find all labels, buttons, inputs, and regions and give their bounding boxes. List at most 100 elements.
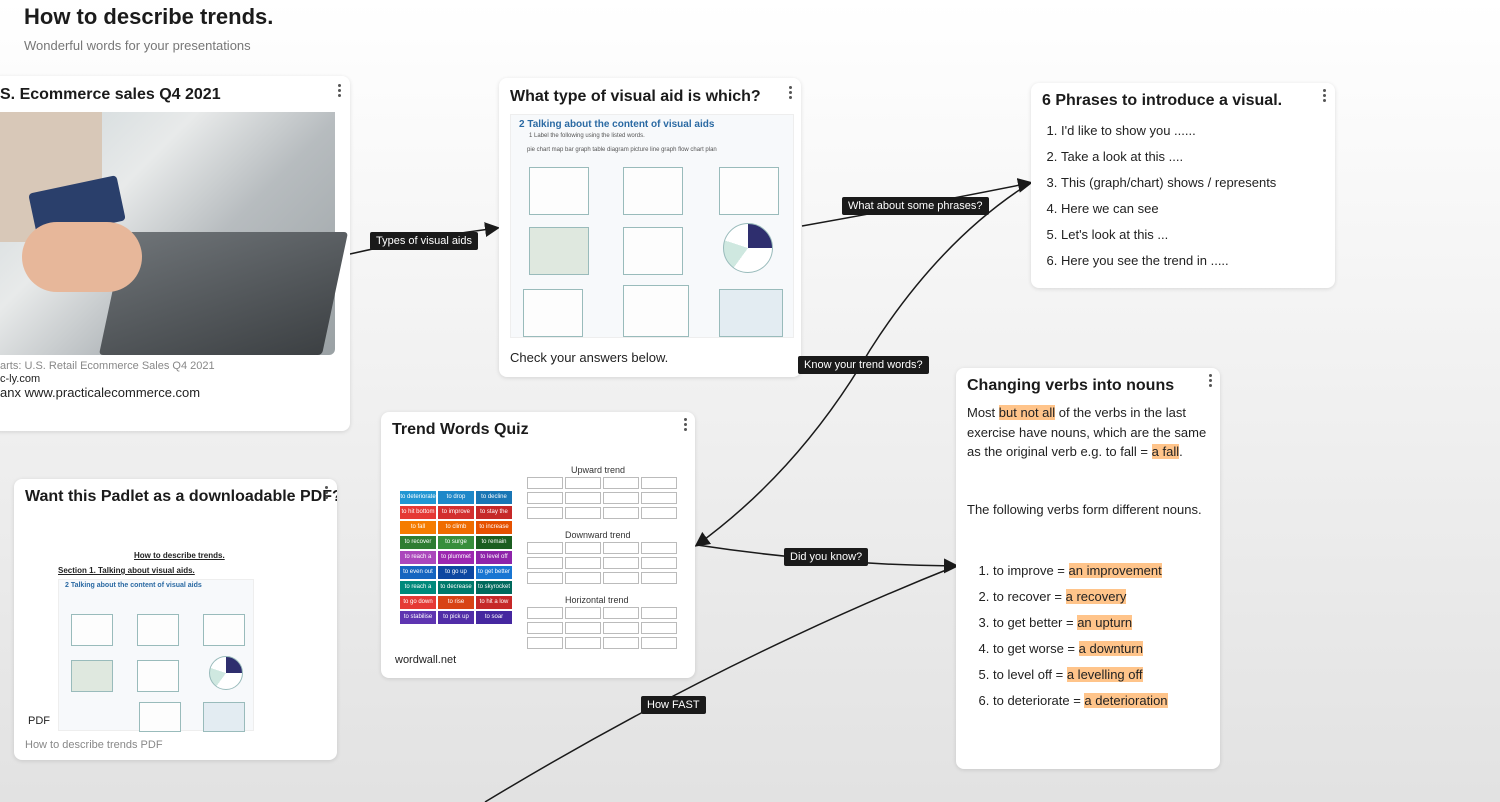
quiz-answer-box[interactable]	[641, 492, 677, 504]
quiz-answer-box[interactable]	[527, 557, 563, 569]
quiz-word-tile[interactable]: to reach a low point	[399, 550, 437, 565]
pdf-badge[interactable]: PDF	[20, 711, 58, 731]
quiz-answer-box[interactable]	[603, 492, 639, 504]
quiz-word-tile[interactable]: to plummet	[437, 550, 475, 565]
phrases-list: I'd like to show you ...... Take a look …	[1037, 123, 1276, 279]
quiz-answer-box[interactable]	[527, 507, 563, 519]
quiz-answer-box[interactable]	[527, 572, 563, 584]
page-title: How to describe trends.	[24, 4, 274, 29]
quiz-answer-box[interactable]	[565, 507, 601, 519]
line-graph-thumb	[719, 167, 779, 215]
pdf-worksheet-heading: 2 Talking about the content of visual ai…	[65, 582, 202, 589]
quiz-answer-box[interactable]	[527, 637, 563, 649]
quiz-word-tile[interactable]: to recover	[399, 535, 437, 550]
quiz-answer-box[interactable]	[565, 542, 601, 554]
quiz-word-tile[interactable]: to soar	[475, 610, 513, 625]
quiz-answer-box[interactable]	[565, 607, 601, 619]
quiz-word-tile[interactable]: to decrease	[437, 580, 475, 595]
quiz-word-tile[interactable]: to reach a peak / to peak	[399, 580, 437, 595]
quiz-word-tile[interactable]: to remain stable	[475, 535, 513, 550]
source-chip[interactable]: c-ly.com	[0, 370, 47, 388]
list-item: to get better = an upturn	[993, 615, 1168, 630]
bar-graph-thumb	[623, 167, 683, 215]
quiz-answer-box[interactable]	[641, 557, 677, 569]
quiz-word-tile[interactable]: to deteriorate	[399, 490, 437, 505]
quiz-answer-box[interactable]	[641, 637, 677, 649]
more-options-icon[interactable]	[684, 418, 688, 433]
quiz-word-tile[interactable]: to increase	[475, 520, 513, 535]
quiz-word-tile[interactable]: to hit bottom	[399, 505, 437, 520]
more-options-icon[interactable]	[1323, 89, 1327, 104]
quiz-word-tile[interactable]: to skyrocket	[475, 580, 513, 595]
verbs-nouns-list: to improve = an improvement to recover =…	[969, 563, 1168, 719]
more-options-icon[interactable]	[325, 486, 329, 501]
quiz-answer-box[interactable]	[527, 492, 563, 504]
quiz-answer-box[interactable]	[603, 557, 639, 569]
quiz-word-tile[interactable]: to hit a low	[475, 595, 513, 610]
more-options-icon[interactable]	[789, 86, 793, 101]
quiz-answer-box[interactable]	[641, 607, 677, 619]
quiz-answer-box[interactable]	[565, 477, 601, 489]
card-downloadable-pdf[interactable]: Want this Padlet as a downloadable PDF? …	[14, 479, 337, 760]
quiz-word-tile[interactable]: to decline	[475, 490, 513, 505]
card-body-text: Check your answers below.	[510, 350, 669, 365]
quiz-word-tile[interactable]: to drop	[437, 490, 475, 505]
quiz-word-tile[interactable]: to pick up	[437, 610, 475, 625]
connector-label-types[interactable]: Types of visual aids	[370, 232, 478, 250]
quiz-answer-box[interactable]	[565, 622, 601, 634]
quiz-word-tile[interactable]: to get better	[475, 565, 513, 580]
list-item: Let's look at this ...	[1061, 227, 1276, 242]
quiz-answer-box[interactable]	[603, 507, 639, 519]
quiz-word-tile[interactable]: to level off	[475, 550, 513, 565]
quiz-word-tile[interactable]: to surge	[437, 535, 475, 550]
quiz-answer-box[interactable]	[603, 637, 639, 649]
list-item: Take a look at this ....	[1061, 149, 1276, 164]
diagram-thumb	[529, 167, 589, 215]
quiz-answer-box[interactable]	[641, 622, 677, 634]
connector-label-how-fast[interactable]: How FAST	[641, 696, 706, 714]
card-phrases[interactable]: 6 Phrases to introduce a visual. I'd lik…	[1031, 83, 1335, 288]
quiz-answer-box[interactable]	[603, 607, 639, 619]
card-title: Trend Words Quiz	[392, 421, 529, 438]
quiz-word-tile[interactable]: to stay the same	[475, 505, 513, 520]
quiz-answer-box[interactable]	[641, 507, 677, 519]
card-verbs-into-nouns[interactable]: Changing verbs into nouns Most but not a…	[956, 368, 1220, 769]
quiz-answer-box[interactable]	[565, 492, 601, 504]
quiz-answer-box[interactable]	[603, 477, 639, 489]
quiz-answer-box[interactable]	[603, 572, 639, 584]
quiz-answer-box[interactable]	[641, 477, 677, 489]
quiz-word-tile[interactable]: to rise	[437, 595, 475, 610]
quiz-word-tile[interactable]: to climb	[437, 520, 475, 535]
quiz-answer-box[interactable]	[603, 542, 639, 554]
source-chip[interactable]: wordwall.net	[387, 650, 465, 670]
quiz-word-tile[interactable]: to go down	[399, 595, 437, 610]
quiz-word-tile[interactable]: to fall	[399, 520, 437, 535]
pdf-preview[interactable]: How to describe trends. Section 1. Talki…	[25, 515, 325, 732]
quiz-answer-box[interactable]	[565, 637, 601, 649]
quiz-answer-box[interactable]	[641, 542, 677, 554]
more-options-icon[interactable]	[1209, 374, 1213, 389]
quiz-answer-box[interactable]	[527, 477, 563, 489]
connector-label-did-you-know[interactable]: Did you know?	[784, 548, 869, 566]
quiz-word-tile[interactable]: to stabilise	[399, 610, 437, 625]
card-ecommerce-sales[interactable]: S. Ecommerce sales Q4 2021 c-ly.com arts…	[0, 76, 350, 431]
quiz-answer-box[interactable]	[527, 607, 563, 619]
picture-thumb	[529, 227, 589, 275]
connector-label-phrases[interactable]: What about some phrases?	[842, 197, 989, 215]
card-visual-aid[interactable]: What type of visual aid is which? 2 Talk…	[499, 78, 801, 377]
card-trend-words-quiz[interactable]: Trend Words Quiz Upward trend Downward t…	[381, 412, 695, 678]
quiz-word-tile[interactable]: to even out	[399, 565, 437, 580]
quiz-answer-box[interactable]	[527, 542, 563, 554]
quiz-answer-box[interactable]	[603, 622, 639, 634]
quiz-word-tile[interactable]: to improve	[437, 505, 475, 520]
worksheet-image[interactable]: 2 Talking about the content of visual ai…	[510, 114, 794, 338]
quiz-answer-box[interactable]	[565, 572, 601, 584]
quiz-word-tile[interactable]: to go up	[437, 565, 475, 580]
connector-label-trend-words[interactable]: Know your trend words?	[798, 356, 929, 374]
quiz-answer-box[interactable]	[565, 557, 601, 569]
more-options-icon[interactable]	[338, 84, 342, 99]
quiz-answer-box[interactable]	[527, 622, 563, 634]
quiz-preview-image[interactable]: Upward trend Downward trend Horizontal t…	[389, 448, 687, 653]
ecommerce-photo[interactable]: c-ly.com	[0, 112, 349, 388]
quiz-answer-box[interactable]	[641, 572, 677, 584]
